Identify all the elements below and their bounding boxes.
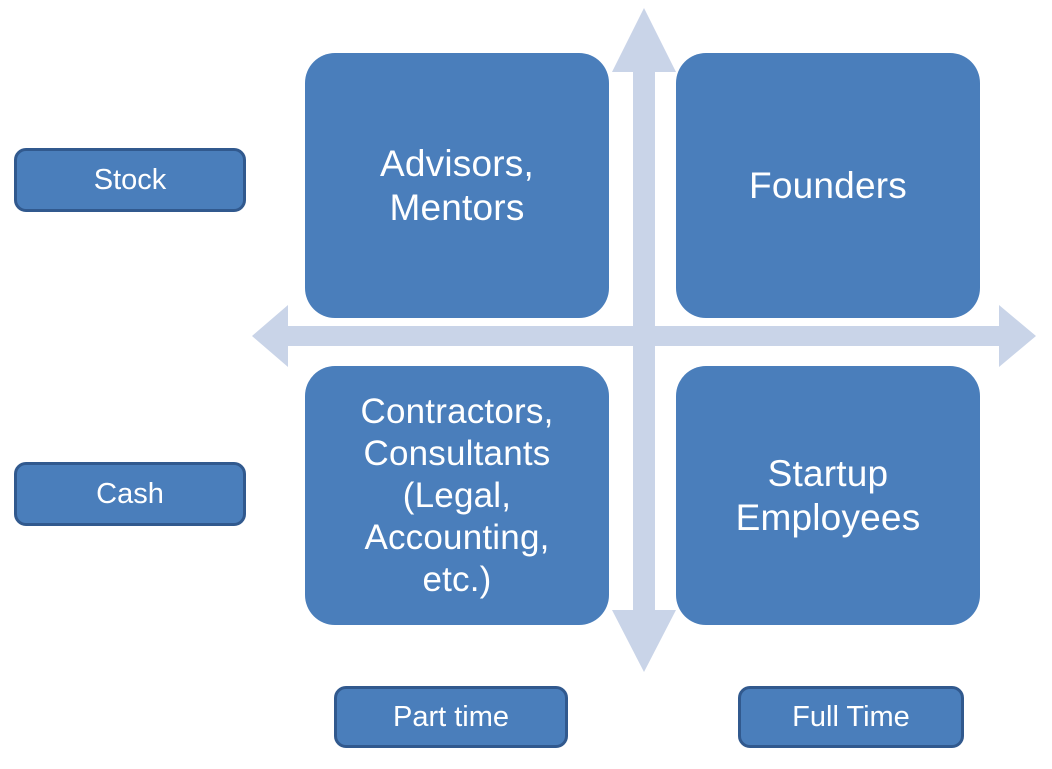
axis-label-text: Cash: [96, 477, 164, 510]
axis-label-stock[interactable]: Stock: [14, 148, 246, 212]
quadrant-label: Founders: [749, 164, 907, 206]
axis-label-text: Stock: [93, 163, 167, 196]
vertical-axis-arrow: [612, 8, 676, 672]
axis-label-text: Part time: [392, 700, 510, 733]
quadrant-label: Advisors, Mentors: [380, 142, 534, 228]
quadrant-label: Startup Employees: [735, 452, 921, 538]
quadrant-startup-employees[interactable]: Startup Employees: [676, 366, 980, 625]
quadrant-founders[interactable]: Founders: [676, 53, 980, 318]
axis-label-part-time[interactable]: Part time: [334, 686, 568, 748]
quadrant-label: Contractors, Consultants (Legal, Account…: [360, 391, 554, 599]
quadrant-contractors-consultants[interactable]: Contractors, Consultants (Legal, Account…: [305, 366, 609, 625]
quadrant-advisors-mentors[interactable]: Advisors, Mentors: [305, 53, 609, 318]
axis-label-text: Full Time: [792, 700, 910, 733]
axis-label-full-time[interactable]: Full Time: [738, 686, 964, 748]
axis-label-cash[interactable]: Cash: [14, 462, 246, 526]
